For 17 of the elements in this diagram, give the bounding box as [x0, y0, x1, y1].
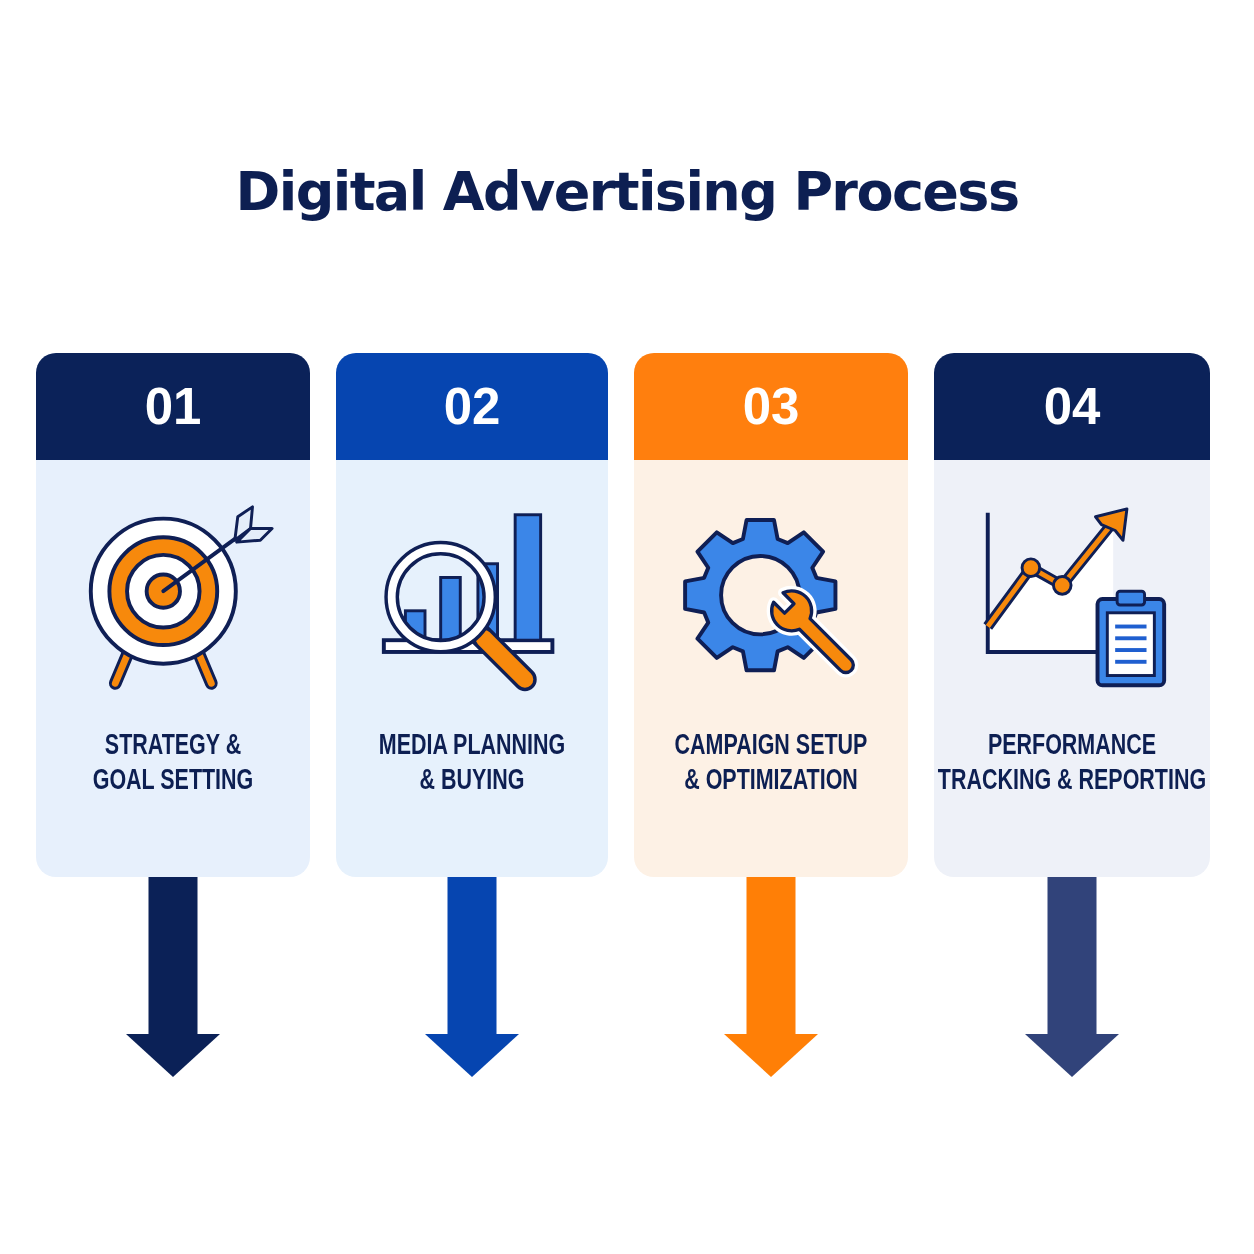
step-card — [336, 353, 608, 877]
step-card — [934, 353, 1210, 877]
step-title: STRATEGY & GOAL SETTING — [92, 728, 254, 795]
step-title: CAMPAIGN SETUP & OPTIMIZATION — [674, 728, 868, 795]
step-title: MEDIA PLANNING & BUYING — [378, 728, 566, 795]
down-arrow — [425, 877, 519, 1077]
step-card — [36, 353, 310, 877]
step-title: PERFORMANCE TRACKING & REPORTING — [937, 728, 1207, 795]
step-number: 01 — [144, 381, 202, 432]
step-number: 03 — [742, 381, 800, 432]
diagram-title: Digital Advertising Process — [235, 161, 1019, 224]
step-number: 04 — [1043, 381, 1101, 432]
down-arrow — [126, 877, 220, 1077]
step-number: 02 — [443, 381, 501, 432]
down-arrow — [724, 877, 818, 1077]
down-arrow — [1025, 877, 1119, 1077]
step-card — [634, 353, 908, 877]
